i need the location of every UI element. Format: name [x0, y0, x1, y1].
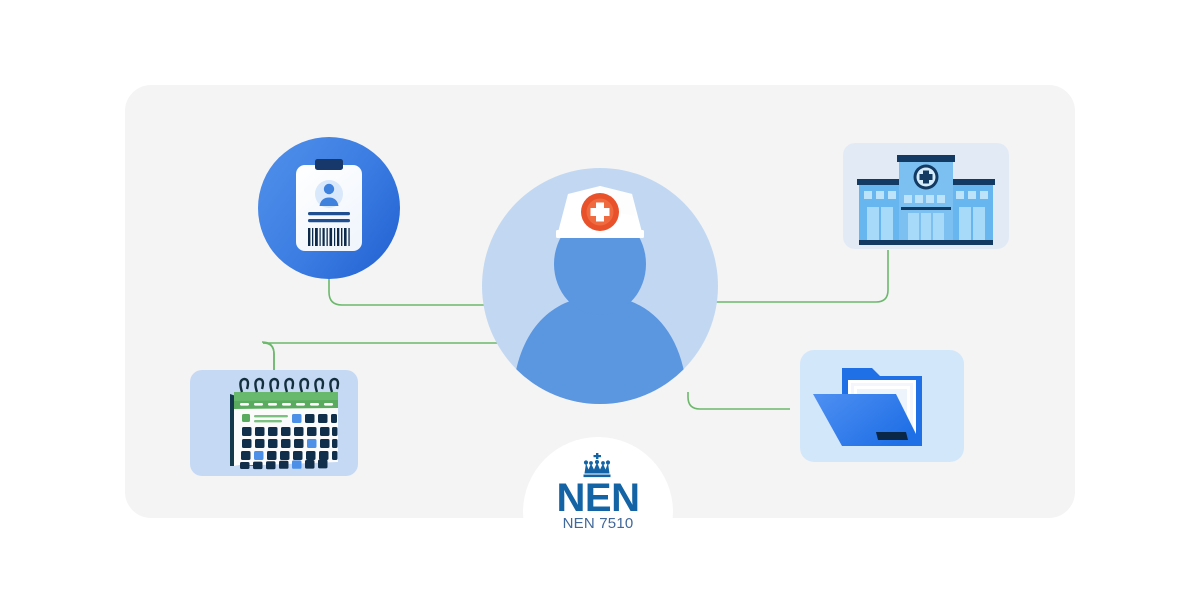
hospital-building-icon — [843, 143, 1009, 249]
node-patient-records[interactable] — [800, 350, 964, 462]
node-id-badge[interactable] — [258, 137, 400, 279]
node-calendar[interactable] — [190, 370, 358, 476]
id-badge-icon — [258, 137, 400, 279]
node-hospital[interactable] — [843, 143, 1009, 249]
nen-logo: NEN — [523, 453, 673, 520]
nen-caption: NEN 7510 — [562, 515, 634, 532]
desk-calendar-icon — [190, 370, 358, 476]
nen-badge: NEN NEN 7510 — [523, 437, 673, 587]
patient-records-folder-icon — [800, 350, 964, 462]
nurse-avatar-icon — [482, 168, 718, 404]
node-nurse-avatar[interactable] — [482, 168, 718, 420]
nen-logo-icon: NEN — [557, 453, 640, 520]
nen-wordmark: NEN — [557, 476, 640, 515]
